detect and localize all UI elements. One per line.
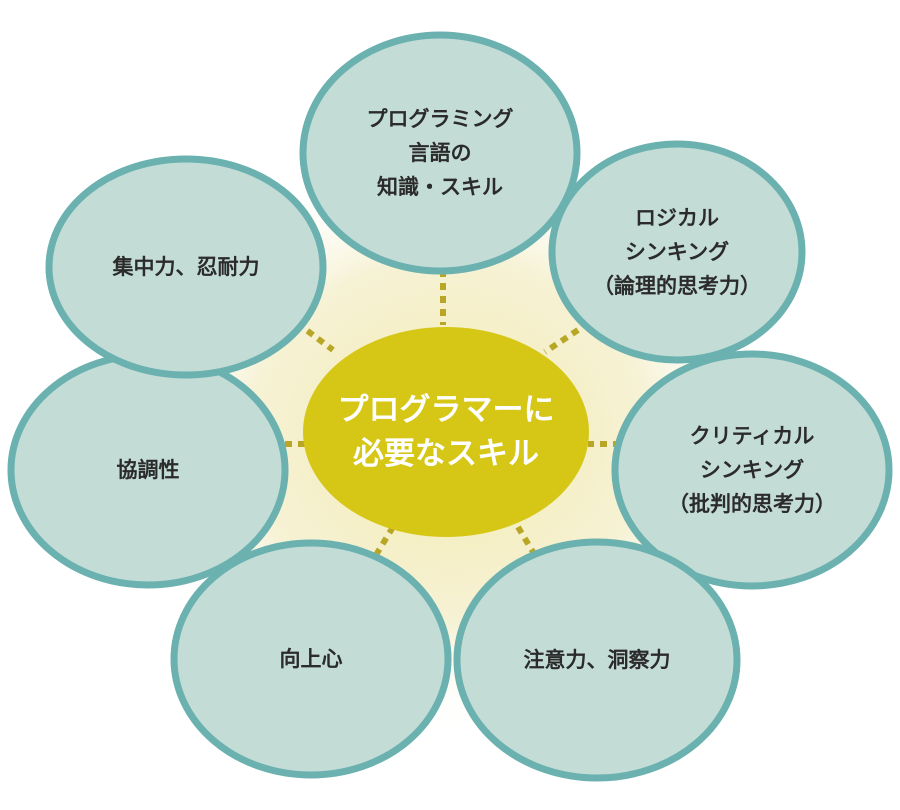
connector-logical-thinking	[543, 327, 580, 355]
node-ambition	[170, 539, 452, 779]
connector-ambition	[373, 525, 396, 557]
node-cooperation	[7, 351, 289, 589]
connector-attention	[515, 525, 536, 554]
node-attention	[453, 538, 741, 782]
connectors	[275, 270, 620, 557]
node-critical-thinking	[611, 350, 893, 590]
node-concentration	[45, 155, 327, 379]
center-node	[303, 327, 589, 537]
node-programming-language	[299, 31, 581, 275]
skill-nodes	[7, 31, 893, 782]
node-logical-thinking	[548, 140, 806, 364]
